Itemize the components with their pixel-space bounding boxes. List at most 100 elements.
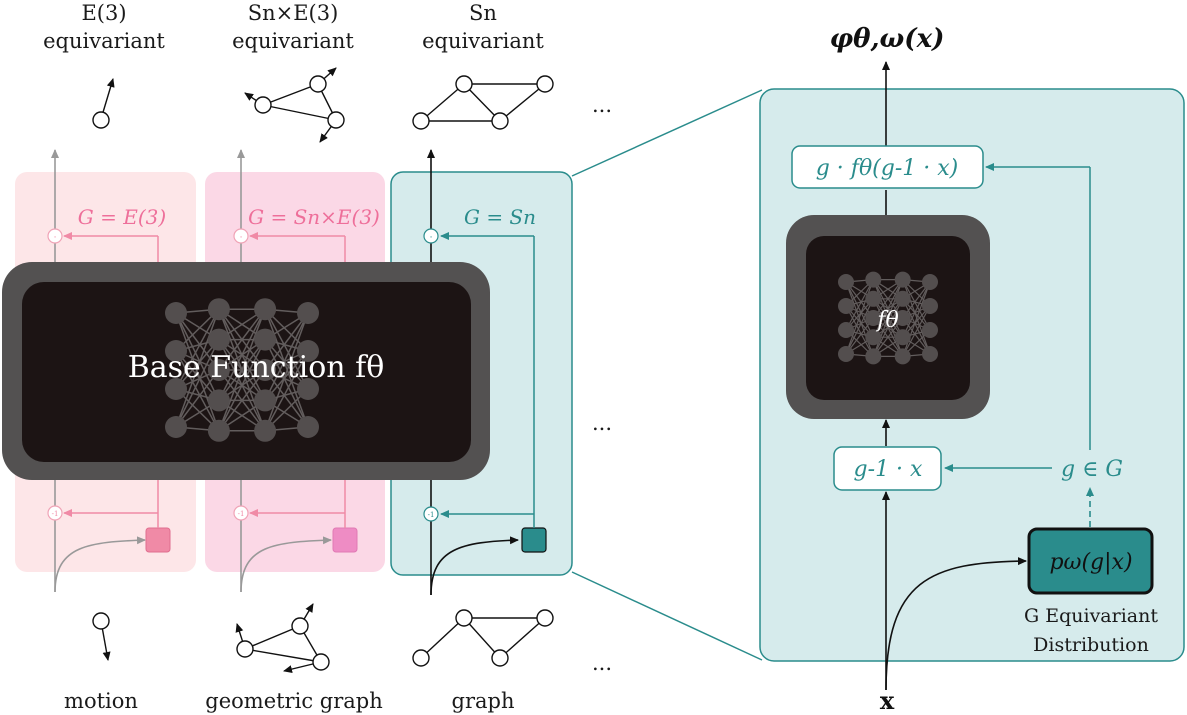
bottom-label-motion: motion [64, 689, 138, 713]
bottom-label-graph: graph [452, 689, 515, 713]
inner-neural-network-icon [838, 271, 938, 365]
network-node [865, 348, 882, 365]
column-title-e3: E(3) [81, 1, 126, 25]
group-label-sn-e3: G = Sn×E(3) [248, 205, 380, 229]
sample-box-e3 [145, 527, 171, 553]
network-edge [872, 317, 904, 357]
network-node [254, 359, 277, 381]
network-node [165, 378, 187, 400]
network-edge [175, 369, 220, 428]
network-node [838, 322, 854, 338]
network-node [922, 322, 938, 338]
ellipsis-top: ... [592, 93, 612, 117]
column-e3-flow [47, 149, 171, 593]
network-edge [264, 339, 309, 428]
network-node [207, 298, 230, 321]
network-node [254, 389, 277, 412]
column-subtitle-sn-e3: equivariant [232, 29, 354, 53]
network-edge [218, 308, 266, 371]
network-node [865, 290, 882, 307]
network-edge [175, 312, 220, 432]
network-edge [845, 279, 874, 355]
network-edge [902, 281, 931, 357]
input-transform-box [833, 446, 942, 491]
network-edge [175, 350, 220, 432]
network-edge [264, 350, 309, 432]
network-node [894, 271, 911, 288]
network-node [894, 348, 911, 365]
base-function-label: Base Function fθ [128, 350, 385, 385]
network-node [297, 302, 319, 324]
network-node [838, 298, 854, 314]
network-edge [845, 281, 874, 338]
network-node [894, 329, 911, 346]
output-function-label: φθ,ω(x) [830, 24, 945, 54]
network-node [254, 298, 277, 321]
top-geometric-graph-icon [244, 67, 345, 143]
network-node [165, 416, 187, 438]
network-node [254, 328, 277, 351]
group-element-label: g ∈ G [1061, 457, 1123, 482]
network-node [207, 359, 230, 381]
zoom-line-bottom [571, 571, 763, 661]
network-node [838, 346, 854, 362]
network-edge [264, 312, 309, 371]
dot-op-sn-e3: · [240, 233, 243, 243]
network-edge [264, 312, 309, 432]
input-transform-label: g-1 · x [854, 457, 923, 482]
group-label-e3: G = E(3) [78, 205, 166, 229]
network-node [297, 378, 319, 400]
network-node [254, 419, 277, 442]
network-node [207, 389, 230, 412]
network-edge [218, 339, 266, 432]
distribution-label: pω(g|x) [1049, 550, 1132, 575]
network-edge [845, 298, 874, 355]
column-subtitle-sn: equivariant [422, 29, 544, 53]
bottom-label-geometric-graph: geometric graph [205, 689, 382, 713]
network-edge [175, 308, 220, 390]
inner-network-label: fθ [875, 308, 898, 333]
network-node [297, 416, 319, 438]
network-edge [902, 279, 931, 331]
network-edge [872, 279, 904, 357]
column-title-sn: Sn [469, 1, 497, 25]
sample-box-sn-e3 [332, 527, 358, 553]
dot-op-sn: · [430, 233, 433, 243]
network-edge [175, 308, 220, 428]
network-edge [175, 339, 220, 428]
network-node [865, 329, 882, 346]
column-subtitle-e3: equivariant [43, 29, 165, 53]
network-edge [218, 369, 266, 432]
network-edge [175, 312, 220, 401]
network-edge [845, 281, 874, 357]
detail-flow [882, 61, 1094, 691]
network-node [165, 340, 187, 362]
network-node [165, 302, 187, 324]
ellipsis-middle: ... [592, 411, 612, 435]
network-edge [902, 281, 931, 338]
network-edge [175, 312, 220, 371]
network-edge [264, 312, 309, 401]
network-edge [264, 308, 309, 390]
network-edge [902, 279, 931, 355]
network-edge [264, 369, 309, 428]
bottom-motion-icon [92, 612, 111, 661]
network-edge [872, 298, 904, 357]
network-edge [218, 308, 266, 401]
network-node [894, 290, 911, 307]
neural-network-icon [165, 298, 319, 442]
network-node [865, 271, 882, 288]
network-edge [902, 305, 931, 357]
network-edge [872, 279, 904, 319]
network-edge [902, 298, 931, 355]
bottom-graph-icon [412, 609, 554, 667]
network-edge [845, 279, 874, 331]
output-transform-label: g · fθ(g-1 · x) [816, 156, 959, 181]
network-node [838, 274, 854, 290]
distribution-box [1027, 527, 1154, 595]
network-node [922, 274, 938, 290]
group-label-sn: G = Sn [464, 205, 536, 229]
network-node [922, 298, 938, 314]
ellipsis-bottom: ... [592, 651, 612, 675]
inv-op-e3: -1 [52, 510, 59, 518]
